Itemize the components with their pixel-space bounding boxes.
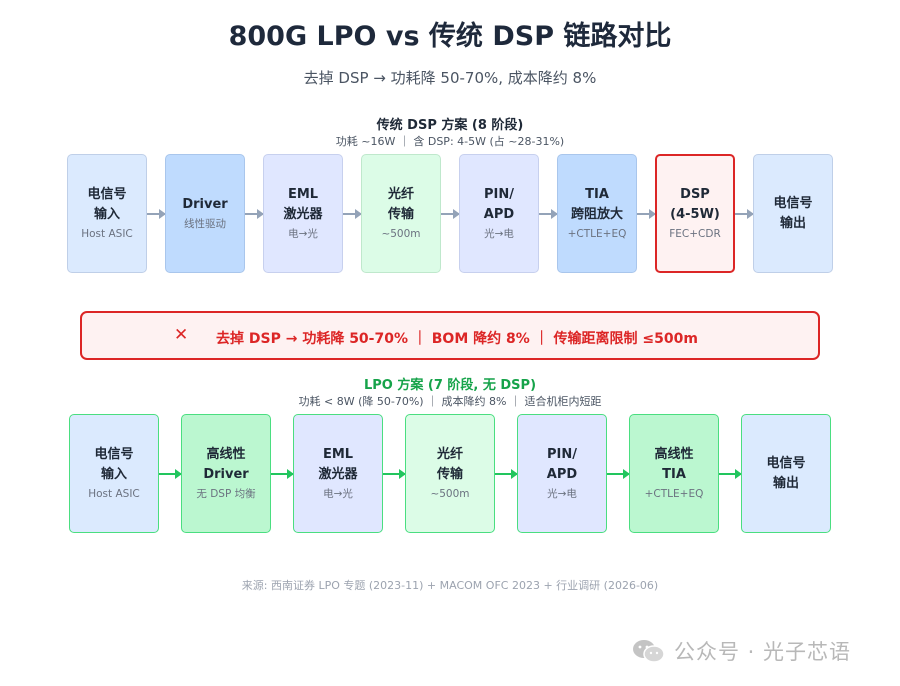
watermark-text: 公众号 · 光子芯语 xyxy=(674,640,852,664)
page-title: 800G LPO vs 传统 DSP 链路对比 xyxy=(228,21,672,52)
stage-label: 高线性 xyxy=(654,447,694,462)
stage-label: (4-5W) xyxy=(670,207,720,222)
stage-label: EML xyxy=(287,187,319,202)
stage-label: TIA xyxy=(585,187,609,202)
banner-text: 去掉 DSP → 功耗降 50-70% ｜ BOM 降约 8% ｜ 传输距离限制… xyxy=(216,331,698,347)
flow-arrow xyxy=(719,468,742,479)
flow-arrow xyxy=(159,468,182,479)
flow-arrow xyxy=(147,208,166,219)
stage-box: 电信号输入 Host ASIC xyxy=(67,154,147,273)
stage-box: DSP (4-5W) FEC+CDR xyxy=(655,154,735,273)
flow-arrow xyxy=(441,208,460,219)
stage-note: 线性驱动 xyxy=(184,218,226,230)
stage-box: 电信号输出 xyxy=(753,154,833,273)
wechat-icon xyxy=(633,640,665,663)
stage-box: 光纤传输 ~500m xyxy=(405,414,495,533)
stage-label: DSP xyxy=(680,187,710,202)
stage-label: Driver xyxy=(182,197,228,212)
stage-note: FEC+CDR xyxy=(669,228,721,240)
stage-label: 输出 xyxy=(779,215,806,231)
stage-box: 高线性 TIA +CTLE+EQ xyxy=(629,414,719,533)
stage-box: PIN/APD 光→电 xyxy=(459,154,539,273)
traditional-section-subtitle: 功耗 ~16W ｜ 含 DSP: 4-5W (占 ~28-31%) xyxy=(335,135,565,148)
flow-arrow xyxy=(343,208,362,219)
stage-label: 电信号 xyxy=(94,447,134,462)
flow-arrow xyxy=(495,468,518,479)
stage-label: 激光器 xyxy=(318,467,358,482)
flow-arrow xyxy=(539,208,558,219)
stage-note: 无 DSP 均衡 xyxy=(196,488,256,500)
stage-box: 光纤传输 ~500m xyxy=(361,154,441,273)
stage-label: 输入 xyxy=(93,207,120,222)
stage-label: 输出 xyxy=(772,475,799,491)
stage-note: ~500m xyxy=(430,488,470,500)
flow-arrow xyxy=(735,208,754,219)
flow-arrow xyxy=(607,468,630,479)
stage-label: 电信号 xyxy=(766,455,806,471)
stage-box: Driver 线性驱动 xyxy=(165,154,245,273)
stage-label: 电信号 xyxy=(773,195,813,211)
page-subtitle: 去掉 DSP → 功耗降 50-70%, 成本降约 8% xyxy=(303,69,597,87)
stage-box: TIA 跨阻放大 +CTLE+EQ xyxy=(557,154,637,273)
flow-arrow xyxy=(245,208,264,219)
stage-label: 光纤 xyxy=(436,447,463,462)
close-icon: ✕ xyxy=(174,325,189,345)
stage-note: 光→电 xyxy=(547,488,577,500)
stage-label: APD xyxy=(483,207,515,222)
stage-label: 跨阻放大 xyxy=(570,207,623,222)
source-note: 来源: 西南证券 LPO 专题 (2023-11) + MACOM OFC 20… xyxy=(241,579,659,592)
stage-label: EML xyxy=(322,447,354,462)
stage-note: 光→电 xyxy=(484,228,514,240)
stage-box: 电信号输出 xyxy=(741,414,831,533)
stage-note: ~500m xyxy=(381,228,421,240)
stage-box: EML 激光器电→光 xyxy=(293,414,383,533)
lpo-section-title: LPO 方案 (7 阶段, 无 DSP) xyxy=(363,378,537,393)
stage-box: 电信号输入 Host ASIC xyxy=(69,414,159,533)
stage-label: 电信号 xyxy=(87,187,127,202)
stage-label: 高线性 xyxy=(206,447,246,462)
stage-label: 输入 xyxy=(100,467,127,482)
stage-note: Host ASIC xyxy=(88,488,140,500)
stage-note: 电→光 xyxy=(288,228,318,240)
stage-note: +CTLE+EQ xyxy=(567,228,627,240)
stage-label: 传输 xyxy=(387,207,414,222)
watermark: 公众号 · 光子芯语 xyxy=(632,636,851,666)
stage-label: 传输 xyxy=(436,467,463,482)
comparison-banner: ✕ 去掉 DSP → 功耗降 50-70% ｜ BOM 降约 8% ｜ 传输距离… xyxy=(80,311,820,360)
stage-note: Host ASIC xyxy=(81,228,133,240)
stage-box: PIN/APD 光→电 xyxy=(517,414,607,533)
stage-box: 高线性 Driver 无 DSP 均衡 xyxy=(181,414,271,533)
flow-arrow xyxy=(637,208,656,219)
stage-note: 电→光 xyxy=(323,488,353,500)
stage-label: PIN/ xyxy=(547,447,577,462)
stage-label: 光纤 xyxy=(387,187,414,202)
stage-label: TIA xyxy=(662,467,686,482)
flow-arrow xyxy=(271,468,294,479)
stage-box: EML 激光器电→光 xyxy=(263,154,343,273)
stage-label: PIN/ xyxy=(484,187,514,202)
stage-label: 激光器 xyxy=(283,207,323,222)
stage-label: Driver xyxy=(203,467,249,482)
flow-arrow xyxy=(383,468,406,479)
stage-note: +CTLE+EQ xyxy=(644,488,704,500)
stage-label: APD xyxy=(546,467,578,482)
lpo-section-subtitle: 功耗 < 8W (降 50-70%) ｜ 成本降约 8% ｜ 适合机柜内短距 xyxy=(298,395,602,408)
traditional-section-title: 传统 DSP 方案 (8 阶段) xyxy=(376,118,524,133)
